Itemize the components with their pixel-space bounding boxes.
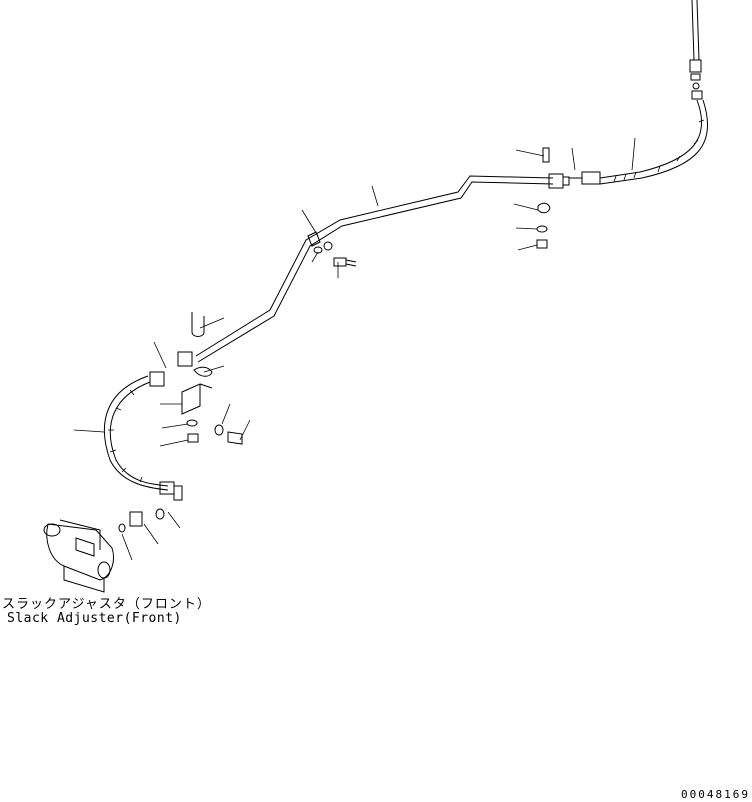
- curved-hose-right: [569, 99, 708, 185]
- slack-adjuster: [43, 519, 114, 593]
- upper-hose-right: [689, 0, 702, 81]
- component-label-english: Slack Adjuster(Front): [7, 611, 182, 626]
- document-number: 00048169: [681, 788, 750, 801]
- pipe-clamp-upper: [536, 147, 551, 249]
- curved-hose-left: [103, 371, 183, 501]
- component-label-japanese: スラックアジャスタ（フロント）: [2, 597, 211, 612]
- mounting-bracket: [181, 383, 243, 445]
- upper-hose-fitting: [691, 82, 703, 100]
- pipe-clamp-middle: [307, 231, 357, 267]
- leader-lines: [73, 137, 636, 561]
- main-pipe: [195, 173, 570, 363]
- pipe-clamp-lower: [177, 312, 213, 377]
- adjuster-fittings: [118, 508, 165, 533]
